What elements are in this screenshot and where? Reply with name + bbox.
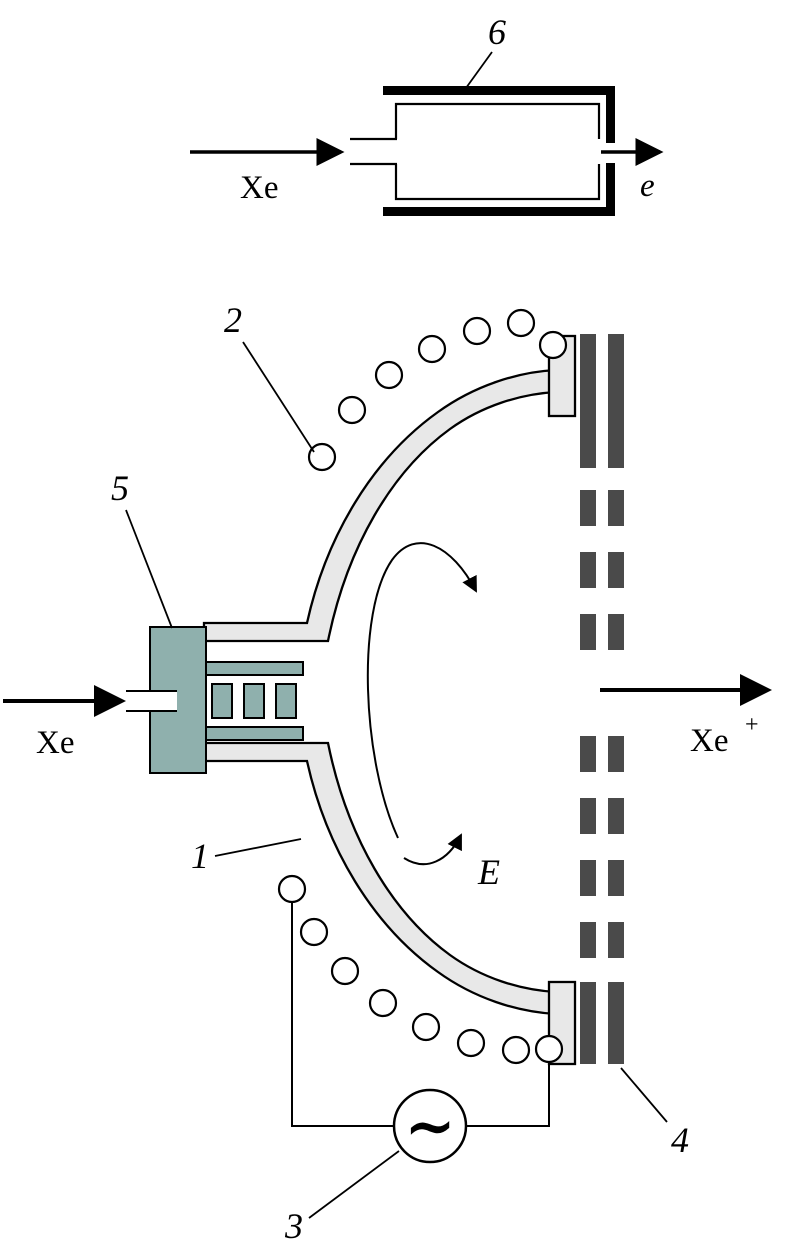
e-field-arc-bottom bbox=[403, 833, 462, 866]
grid-segment bbox=[580, 736, 596, 772]
grid-segment bbox=[608, 614, 624, 650]
chamber-wall-upper bbox=[202, 368, 558, 643]
xenon-label-main: Xe bbox=[36, 725, 74, 761]
coil-turn bbox=[330, 956, 360, 986]
grid-segment bbox=[608, 798, 624, 834]
coil-turn bbox=[501, 1035, 531, 1065]
grid-segment bbox=[608, 860, 624, 896]
distributor-baffle bbox=[211, 683, 233, 719]
grid-segment bbox=[580, 860, 596, 896]
leader-coil bbox=[242, 341, 315, 453]
neutralizer-wall-right-lower bbox=[606, 163, 615, 216]
inlet-tube bbox=[126, 690, 177, 712]
grid-segment bbox=[580, 334, 596, 468]
callout-neutralizer: 6 bbox=[488, 12, 506, 52]
distributor-baffle bbox=[243, 683, 265, 719]
rf-generator-circuit: ∼ bbox=[291, 902, 550, 1164]
coil-turn bbox=[337, 395, 367, 425]
leader-grids bbox=[620, 1067, 668, 1123]
grid-segment bbox=[608, 552, 624, 588]
wire-right bbox=[466, 1062, 550, 1127]
grid-segment bbox=[580, 614, 596, 650]
gas-injector bbox=[126, 626, 304, 774]
coil-turn bbox=[411, 1012, 441, 1042]
rf-generator bbox=[392, 1088, 468, 1164]
grid-segment bbox=[580, 490, 596, 526]
callout-injector: 5 bbox=[111, 468, 129, 508]
leader-neutralizer bbox=[465, 51, 493, 89]
callouts bbox=[125, 51, 668, 1219]
coil-turn bbox=[374, 360, 404, 390]
grid-segment bbox=[608, 922, 624, 958]
grid-segment bbox=[608, 490, 624, 526]
neutralizer-wall-right-upper bbox=[606, 86, 615, 143]
distributor-strip-top bbox=[205, 661, 304, 676]
ion-extraction-grids bbox=[580, 334, 624, 1064]
e-field-loop bbox=[366, 542, 477, 866]
e-field-label: E bbox=[477, 852, 500, 892]
inlet-channel bbox=[147, 692, 177, 710]
callout-generator: 3 bbox=[284, 1206, 303, 1246]
coil-turn bbox=[456, 1028, 486, 1058]
grid-segment bbox=[580, 552, 596, 588]
coil-turn bbox=[534, 1034, 564, 1064]
ion-beam-superscript: + bbox=[745, 712, 759, 738]
leader-generator bbox=[308, 1150, 400, 1219]
neutralizer-wall-bottom bbox=[383, 207, 615, 216]
coil-turn bbox=[462, 316, 492, 346]
callout-grids: 4 bbox=[671, 1120, 689, 1160]
flow-arrows bbox=[3, 674, 772, 717]
coil-turn bbox=[417, 334, 447, 364]
grid-segment bbox=[608, 736, 624, 772]
callout-coil: 2 bbox=[224, 300, 242, 340]
coil-turn bbox=[299, 917, 329, 947]
coil-turn bbox=[277, 874, 307, 904]
coil-turn bbox=[307, 442, 337, 472]
coil-turn bbox=[368, 988, 398, 1018]
rf-coil bbox=[277, 308, 568, 1065]
distributor-baffle bbox=[275, 683, 297, 719]
neutralizer-aperture bbox=[350, 137, 397, 166]
coil-turn bbox=[506, 308, 536, 338]
wire-left bbox=[291, 902, 394, 1127]
grid-segment bbox=[608, 982, 624, 1064]
grid-segment bbox=[580, 798, 596, 834]
ion-beam-label: Xe bbox=[690, 723, 728, 759]
ac-source-icon: ∼ bbox=[406, 1094, 455, 1159]
grid-segment bbox=[608, 334, 624, 468]
grid-segment bbox=[580, 922, 596, 958]
xenon-label-top: Xe bbox=[240, 170, 278, 206]
coil-turn bbox=[538, 330, 568, 360]
neutralizer-unit: Xe e bbox=[190, 86, 664, 216]
leader-injector bbox=[125, 509, 173, 629]
discharge-chamber-shell bbox=[202, 334, 577, 1066]
neutralizer-wall-top bbox=[383, 86, 615, 95]
grid-segment bbox=[580, 982, 596, 1064]
electron-label: e bbox=[640, 168, 655, 204]
callout-chamber-wall: 1 bbox=[191, 836, 209, 876]
leader-chamber-wall bbox=[214, 838, 302, 857]
e-field-arc-top bbox=[366, 542, 477, 839]
distributor-strip-bottom bbox=[205, 726, 304, 741]
neutralizer-inner-liner bbox=[394, 102, 601, 201]
